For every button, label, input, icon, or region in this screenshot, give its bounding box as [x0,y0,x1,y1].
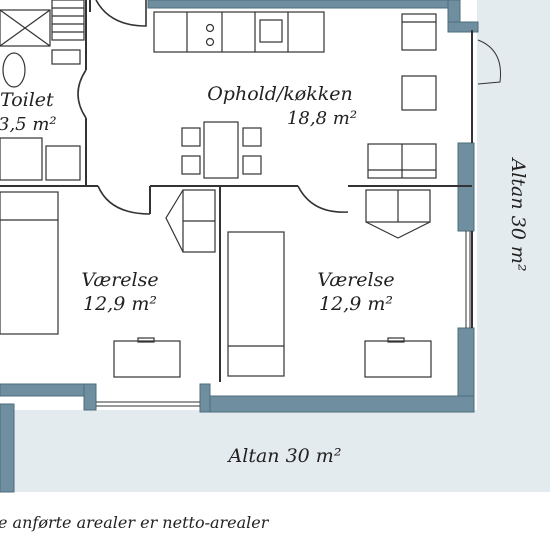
vaerelse-left-area-label: 12,9 m² [83,293,157,315]
door-swing-bedroom-right [297,185,349,213]
toilet-name-label: Toilet [0,89,54,111]
toilet-area-label: 3,5 m² [0,114,57,135]
vaerelse-left-name-label: Værelse [81,269,158,291]
door-swing-bedroom-left [97,185,151,215]
chair-2 [181,155,201,175]
wall-bottom-left-stub [83,383,97,411]
vaerelse-right-area-label: 12,9 m² [319,293,393,315]
chair-3 [242,127,262,147]
cabinet-right [401,13,437,51]
interior-floor [0,0,472,405]
side-table [401,75,437,111]
desk-right-chair [387,337,405,343]
desk-right [364,340,432,378]
footnote: e anførte arealer er netto-arealer [0,513,270,532]
hob-2 [205,37,215,47]
balcony-right-label: Altan 30 m² [507,157,529,272]
exterior-walls [0,0,479,493]
bed-right [227,231,285,377]
wardrobe-left-doors [165,189,184,253]
wardrobe-right-doors [365,221,431,239]
vaerelse-right-name-label: Værelse [317,269,394,291]
wall-bottom-right [199,395,475,413]
door-swing-top [95,0,147,27]
wall-bottom-right-stub [199,383,211,413]
washer-b [45,145,81,181]
toilet-bowl [2,52,26,88]
bathroom-fixtures [0,0,85,181]
hob-1 [205,23,215,33]
dining-set [181,121,262,179]
wardrobes [165,189,431,253]
dining-table [203,121,239,179]
ophold-name-label: Ophold/køkken [207,83,353,105]
desk-left [113,340,181,378]
bedroom-furniture [0,191,432,378]
washer-a [0,137,43,181]
door-swing-balcony [477,39,502,85]
toilet-cistern [51,49,81,65]
bed-left [0,191,59,335]
ophold-area-label: 18,8 m² [287,108,357,129]
kitchen-counter [153,11,325,53]
desk-left-chair [137,337,155,343]
shower-cross-b [0,9,51,47]
wall-top-corner-return [447,21,479,33]
sofa [367,143,437,179]
chair-4 [242,155,262,175]
interior-walls [0,0,473,407]
sink [259,19,283,43]
balcony-bottom-area [0,410,550,492]
shower [0,9,51,47]
kitchen [153,11,437,111]
wall-top-right [147,0,459,9]
balcony-bottom-label: Altan 30 m² [227,445,342,467]
wall-hatch [51,0,85,41]
door-swing-toilet [77,69,87,119]
wall-bottom-left [0,383,97,397]
wall-left-lower [0,403,15,493]
doors [77,0,502,215]
chair-1 [181,127,201,147]
